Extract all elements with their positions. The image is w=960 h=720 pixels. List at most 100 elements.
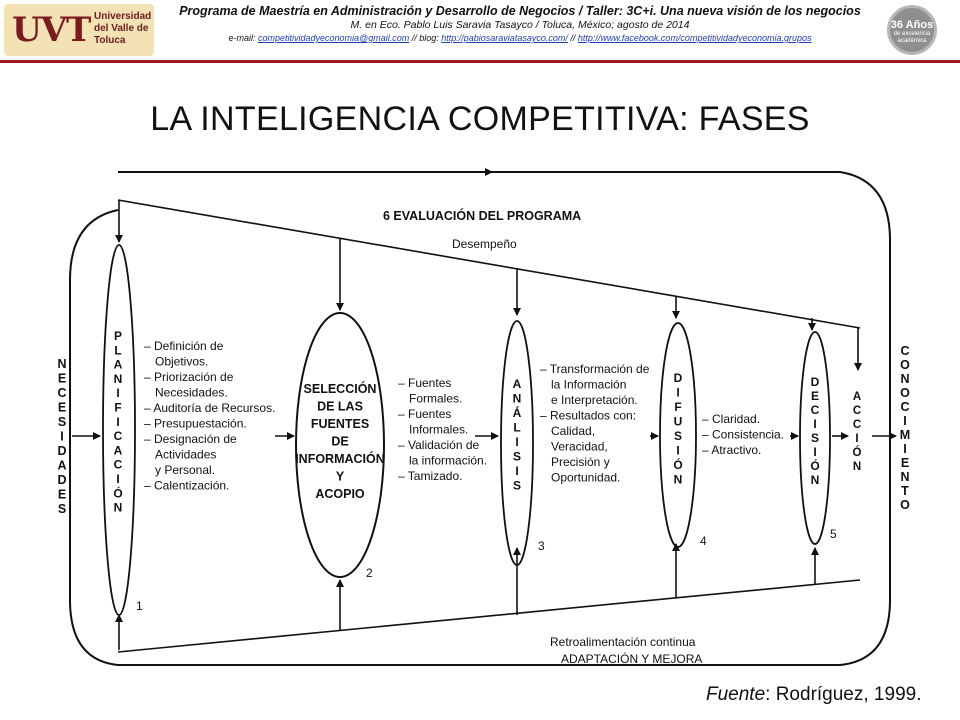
vertical-letter: C <box>811 403 820 417</box>
email-link[interactable]: competitividadyeconomia@gmail.com <box>258 33 410 43</box>
phase-analysis-ellipse <box>500 320 534 566</box>
seal-years: 36 Años <box>890 19 934 31</box>
vertical-letter: F <box>114 401 121 415</box>
vertical-letter: C <box>114 458 123 472</box>
vertical-letter: L <box>513 421 520 435</box>
vertical-letter: D <box>57 444 66 458</box>
university-logo: UVT Universidad del Valle de Toluca <box>4 4 154 56</box>
source-prefix: Fuente <box>706 684 766 705</box>
text-line: – Priorización de <box>144 370 234 384</box>
vertical-letter: C <box>57 386 66 400</box>
vertical-letter: A <box>114 443 123 457</box>
text-line: Actividades <box>155 448 216 462</box>
slide-title: LA INTELIGENCIA COMPETITIVA: FASES <box>150 100 810 138</box>
vertical-letter: I <box>813 445 816 459</box>
adaptation-label: ADAPTACIÓN Y MEJORA <box>561 651 702 666</box>
text-line: – Definición de <box>144 339 224 353</box>
vertical-letter: E <box>58 401 66 415</box>
text-line: DE <box>331 435 348 449</box>
blog-link[interactable]: http://pabiosaraviatasayco.com/ <box>441 33 568 43</box>
vertical-letter: I <box>515 435 518 449</box>
text-line: Calidad, <box>551 424 595 438</box>
phase-planning-ellipse <box>102 244 136 616</box>
vertical-letter: O <box>900 498 910 512</box>
phase-number-2: 2 <box>366 566 373 580</box>
text-line: ACOPIO <box>315 487 365 501</box>
text-line: – Calentización. <box>144 479 229 493</box>
email-label: e-mail: <box>228 33 256 43</box>
vertical-letter: I <box>676 444 679 458</box>
vertical-letter: E <box>811 389 819 403</box>
text-line: – Atractivo. <box>702 443 761 457</box>
text-line: INFORMACIÓN <box>295 451 385 466</box>
text-line: – Validación de <box>398 438 479 452</box>
text-line: – Presupuestación. <box>144 417 247 431</box>
vertical-letter: M <box>900 428 910 442</box>
vertical-letter: C <box>900 400 909 414</box>
text-line: – Consistencia. <box>702 428 784 442</box>
vertical-letter: N <box>900 470 909 484</box>
vertical-letter: Á <box>513 405 522 420</box>
vertical-letter: S <box>58 502 66 516</box>
text-line: – Fuentes <box>398 376 451 390</box>
vertical-letter: A <box>114 358 123 372</box>
text-line: Informales. <box>409 423 468 437</box>
phase-number-3: 3 <box>538 539 545 553</box>
slide-header: UVT Universidad del Valle de Toluca Prog… <box>0 0 960 62</box>
header-text: Programa de Maestría en Administración y… <box>160 3 880 45</box>
vertical-letter: D <box>57 473 66 487</box>
text-line: e Interpretación. <box>551 393 638 407</box>
text-line: FUENTES <box>311 417 369 431</box>
program-title: Programa de Maestría en Administración y… <box>179 4 861 18</box>
vertical-letter: N <box>811 473 820 487</box>
text-line: Veracidad, <box>551 440 608 454</box>
intelligence-phases-diagram: 6 EVALUACIÓN DEL PROGRAMA Desempeño Retr… <box>57 168 910 666</box>
link-separator: // <box>570 33 576 43</box>
text-line: – Designación de <box>144 432 237 446</box>
phase-number-4: 4 <box>700 534 707 548</box>
phase-number-5: 5 <box>830 527 837 541</box>
text-line: DE LAS <box>317 400 363 414</box>
vertical-letter: N <box>114 501 123 515</box>
vertical-letter: N <box>853 461 861 473</box>
vertical-letter: I <box>903 442 906 456</box>
phase-diffusion-ellipse <box>659 322 697 548</box>
vertical-letter: I <box>116 415 119 429</box>
phase-selection-ellipse <box>295 312 385 578</box>
vertical-letter: D <box>811 375 820 389</box>
source-text: : Rodríguez, 1999. <box>765 684 922 705</box>
text-line: – Fuentes <box>398 407 451 421</box>
contact-line: e-mail: competitividadyeconomia@gmail.co… <box>160 32 880 45</box>
evaluation-line <box>117 199 861 329</box>
text-line: Y <box>336 470 345 484</box>
vertical-letter: E <box>58 372 66 386</box>
text-line: Oportunidad. <box>551 471 620 485</box>
vertical-letter: Ó <box>810 458 819 473</box>
vertical-letter: I <box>813 417 816 431</box>
vertical-letter: S <box>513 450 521 464</box>
facebook-link[interactable]: http://www.facebook.com/competitividadye… <box>577 33 812 43</box>
vertical-letter: Ó <box>673 457 682 472</box>
vertical-letter: T <box>901 484 909 498</box>
author-line: M. en Eco. Pablo Luis Saravia Tasayco / … <box>350 19 690 31</box>
source-citation: Fuente: Rodríguez, 1999. <box>706 684 921 706</box>
vertical-letter: C <box>900 344 909 358</box>
performance-label: Desempeño <box>452 237 517 251</box>
vertical-letter: Ó <box>853 446 862 459</box>
vertical-letter: L <box>114 343 121 357</box>
vertical-letter: N <box>513 392 522 406</box>
text-line: – Resultados con: <box>540 409 636 423</box>
vertical-letter: S <box>513 479 521 493</box>
text-line: Precisión y <box>551 455 610 469</box>
vertical-letter: I <box>60 430 63 444</box>
text-line: y Personal. <box>155 463 215 477</box>
